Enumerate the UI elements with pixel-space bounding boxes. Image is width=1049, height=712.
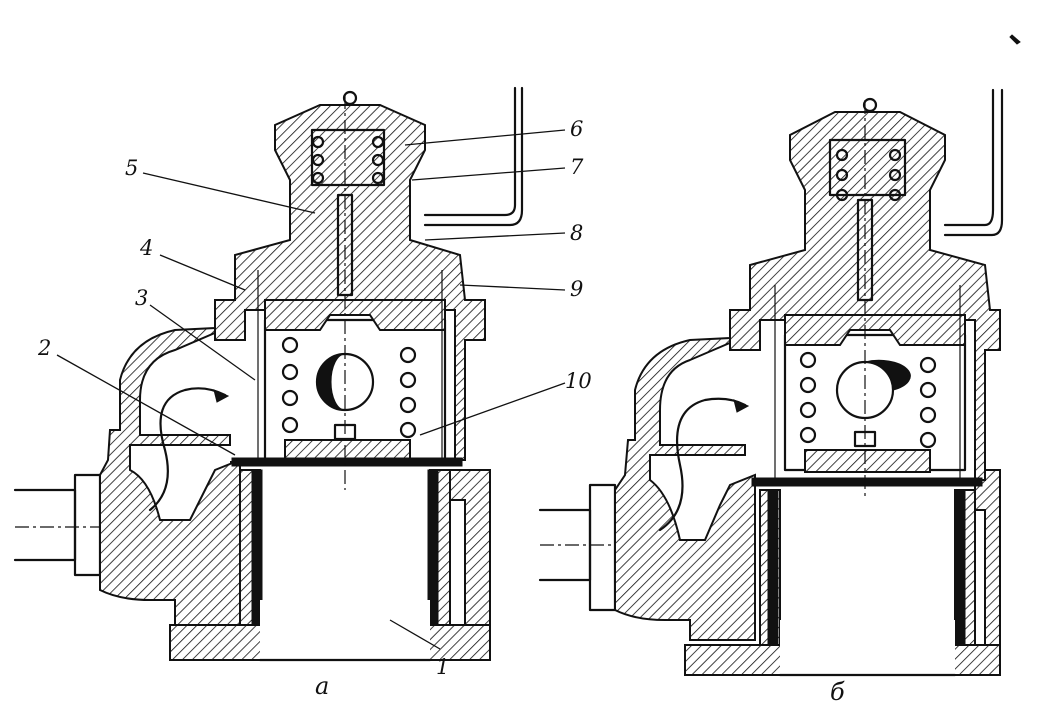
elbow-body-b	[614, 309, 771, 641]
spring-coils-a	[311, 135, 385, 185]
pilot-tube-b	[943, 88, 995, 227]
variant-b-drawing	[538, 88, 1004, 680]
callout-1: 1	[436, 655, 449, 679]
valve-housing-a	[214, 104, 486, 461]
callout-10: 10	[565, 369, 592, 393]
spring-cap-b	[828, 138, 907, 197]
right-jacket-a	[449, 469, 491, 641]
cage-ports-a	[281, 336, 417, 439]
variant-a-label: а	[315, 672, 329, 700]
callout-6: 6	[570, 117, 583, 141]
callout-2: 2	[37, 336, 51, 360]
variant-b-label: б	[830, 678, 845, 706]
callout-4: 4	[139, 236, 153, 260]
stray-mark	[1009, 34, 1021, 45]
callout-5: 5	[125, 156, 138, 180]
callout-8: 8	[570, 221, 583, 245]
valve-plate-b	[804, 449, 931, 473]
spring-cap-a	[310, 128, 386, 187]
callout-7: 7	[570, 155, 584, 179]
right-jacket-b	[974, 469, 1001, 651]
callout-9: 9	[570, 277, 583, 301]
variant-a-drawing	[13, 86, 524, 665]
elbow-body-a	[99, 299, 256, 641]
flow-arrow-b	[658, 397, 747, 532]
spring-coils-b	[835, 148, 902, 202]
callout-3: 3	[135, 286, 148, 310]
pilot-tube-a	[423, 86, 517, 217]
callout-leaders-a	[56, 129, 566, 650]
